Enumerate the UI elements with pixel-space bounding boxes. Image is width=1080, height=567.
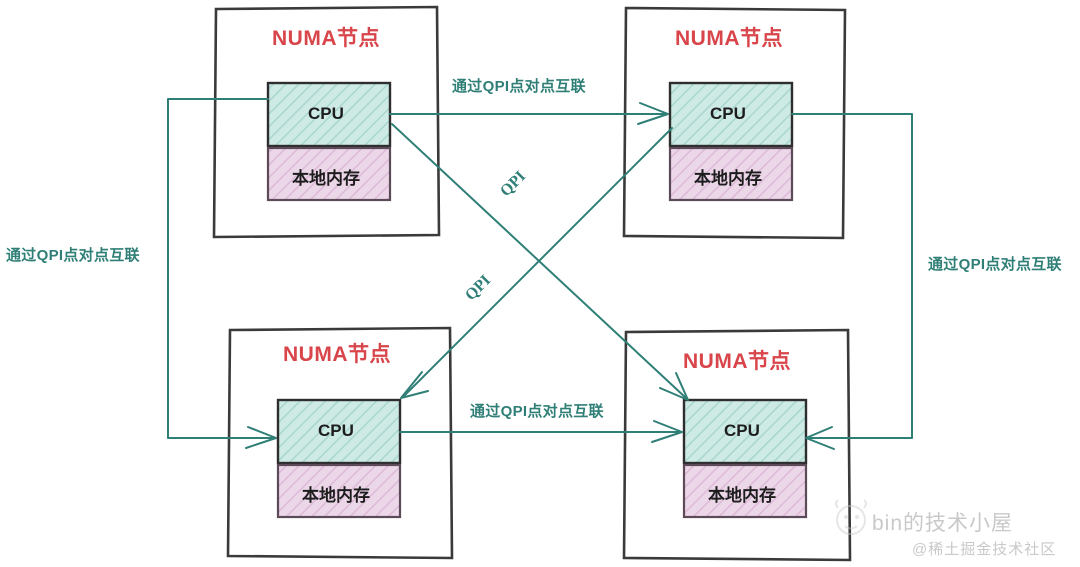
memory-label-top-left: 本地内存 bbox=[292, 169, 360, 188]
watermark-subtitle: @稀土掘金技术社区 bbox=[912, 541, 1057, 558]
memory-label-bottom-right: 本地内存 bbox=[708, 486, 776, 505]
node-title-bottom-left: NUMA节点 bbox=[283, 343, 391, 366]
node-frames bbox=[212, 5, 852, 562]
memory-box-bottom-left bbox=[276, 463, 402, 519]
memory-label-top-right: 本地内存 bbox=[694, 169, 762, 188]
link-arrow-top bbox=[637, 102, 669, 125]
link-arrow-right bbox=[805, 426, 835, 450]
link-line-diag-a bbox=[403, 127, 673, 397]
watermark-title: bin的技术小屋 bbox=[872, 512, 1014, 535]
interconnect-lines bbox=[167, 98, 913, 450]
cpu-label-bottom-left: CPU bbox=[318, 421, 354, 440]
link-label-right: 通过QPI点对点互联 bbox=[928, 256, 1062, 273]
link-line-right bbox=[791, 113, 913, 439]
cpu-box-top-left bbox=[266, 81, 392, 148]
memory-label-bottom-left: 本地内存 bbox=[302, 486, 370, 505]
link-line-diag-b bbox=[391, 123, 687, 399]
link-label-top: 通过QPI点对点互联 bbox=[452, 78, 586, 95]
link-label-bottom: 通过QPI点对点互联 bbox=[470, 403, 604, 420]
cpu-memory-boxes bbox=[266, 81, 808, 519]
link-arrow-bottom bbox=[651, 420, 683, 443]
link-arrow-left bbox=[245, 426, 277, 449]
cpu-box-bottom-right bbox=[682, 398, 808, 465]
node-title-top-left: NUMA节点 bbox=[272, 27, 380, 50]
link-arrow-diag-b bbox=[659, 372, 689, 401]
link-arrow-diag-a bbox=[400, 371, 429, 399]
cpu-label-top-left: CPU bbox=[308, 104, 344, 123]
memory-box-top-left bbox=[266, 146, 392, 202]
frame-top-right bbox=[622, 6, 847, 240]
node-title-top-right: NUMA节点 bbox=[675, 27, 783, 50]
memory-box-top-right bbox=[668, 146, 794, 202]
memory-box-bottom-right bbox=[682, 463, 808, 519]
cpu-label-top-right: CPU bbox=[710, 104, 746, 123]
link-line-left bbox=[167, 98, 275, 439]
frame-bottom-left bbox=[226, 326, 454, 560]
watermark-face-icon bbox=[835, 499, 867, 535]
frame-bottom-right bbox=[622, 328, 852, 562]
cpu-box-top-right bbox=[668, 81, 794, 148]
frame-top-left bbox=[212, 5, 441, 239]
cpu-label-bottom-right: CPU bbox=[724, 421, 760, 440]
link-label-left: 通过QPI点对点互联 bbox=[6, 247, 140, 264]
node-title-bottom-right: NUMA节点 bbox=[683, 350, 791, 373]
